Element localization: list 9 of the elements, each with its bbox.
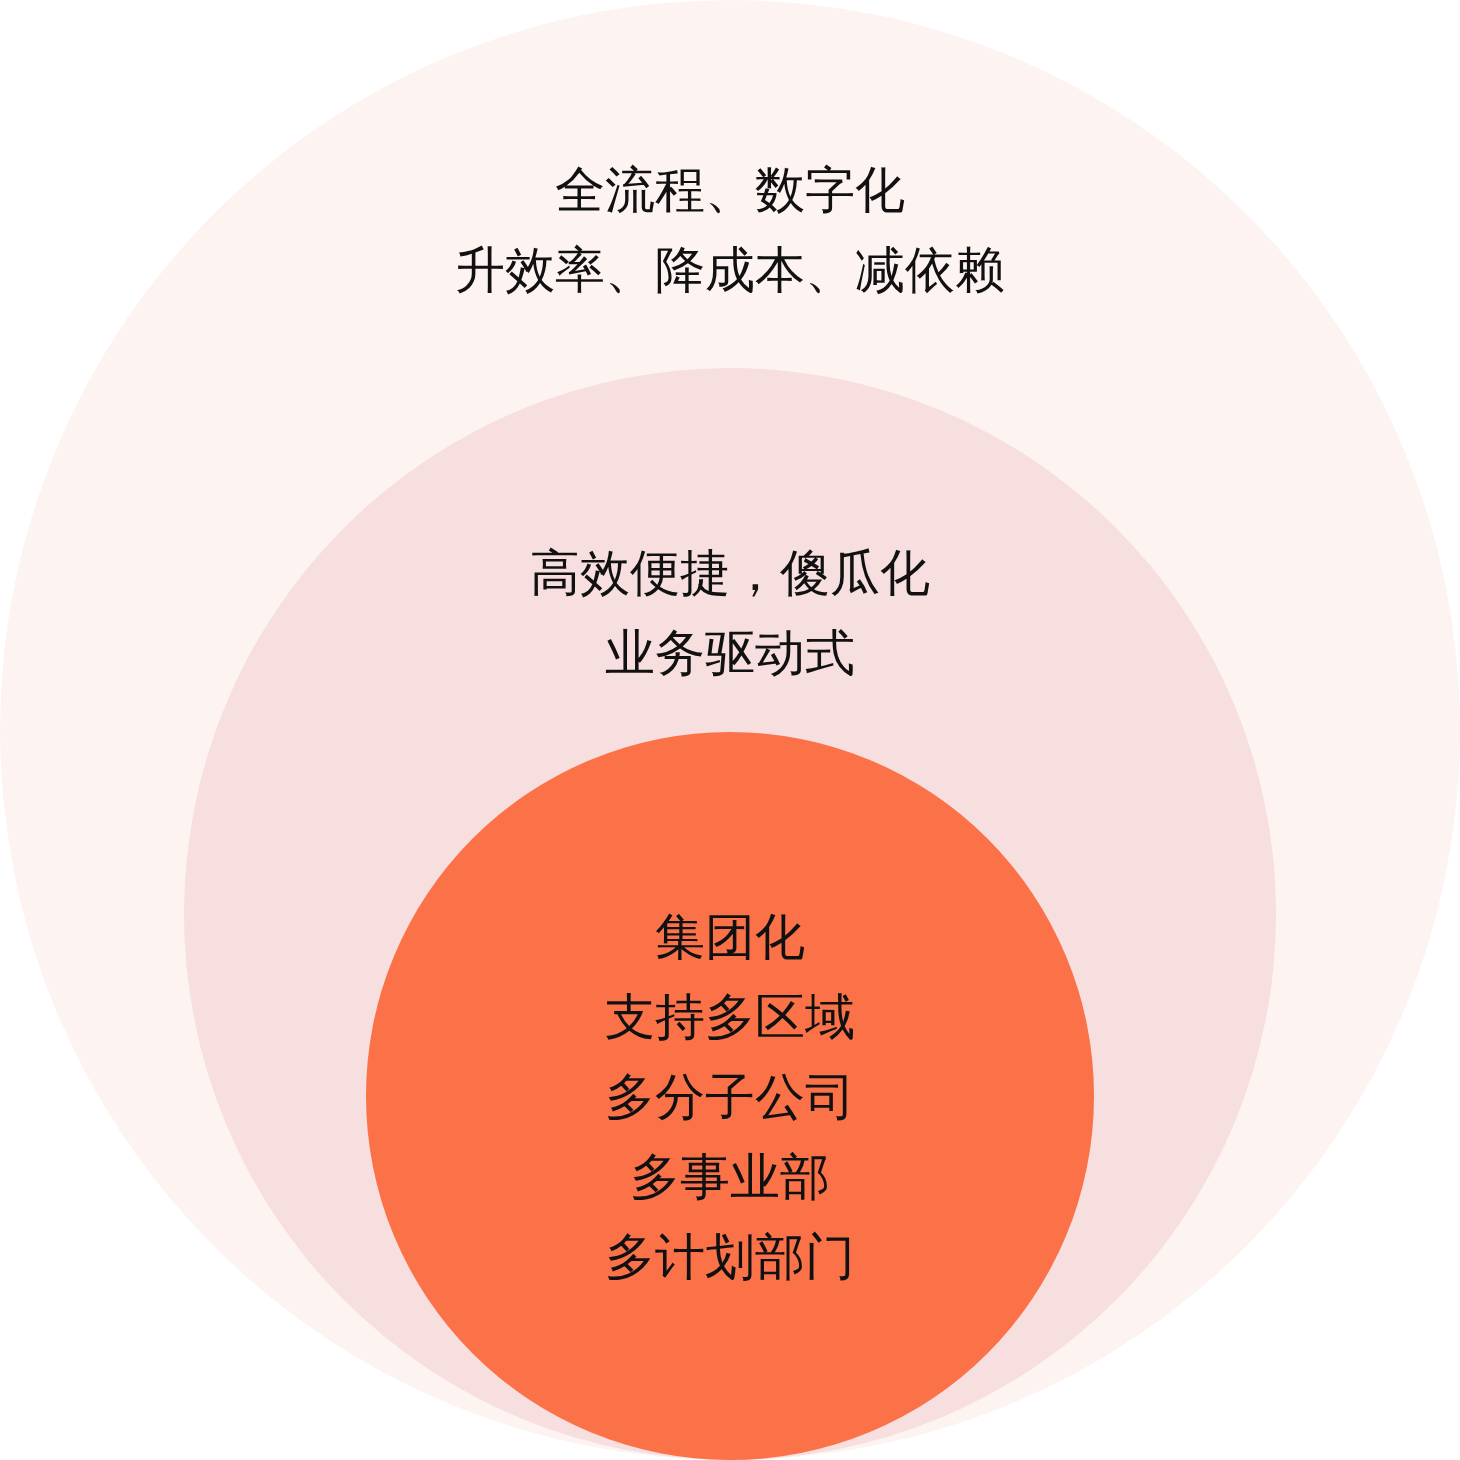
circle-label: 高效便捷，傻瓜化 (530, 543, 930, 603)
circle-label: 业务驱动式 (605, 623, 855, 683)
circle-label: 支持多区域 (605, 987, 855, 1047)
circle-label: 多计划部门 (605, 1227, 855, 1287)
circle-label: 多事业部 (630, 1147, 830, 1207)
circle-label: 集团化 (655, 907, 805, 967)
circle-label: 升效率、降成本、减依赖 (455, 240, 1005, 300)
circle-label: 多分子公司 (605, 1067, 855, 1127)
circle-label: 全流程、数字化 (555, 160, 905, 220)
